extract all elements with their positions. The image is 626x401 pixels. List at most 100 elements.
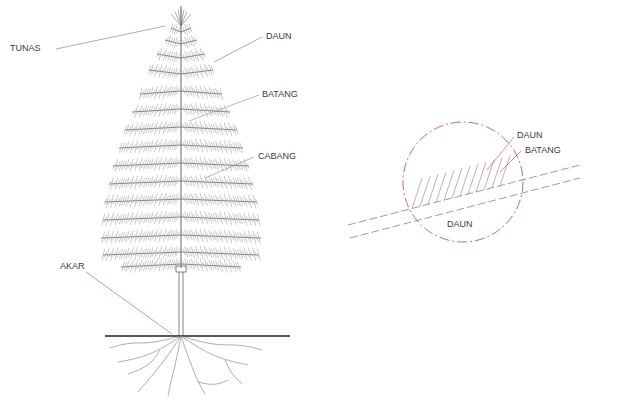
needle [141, 250, 144, 257]
needle [133, 251, 136, 257]
needle [177, 27, 180, 34]
needle [255, 251, 258, 258]
needle [130, 260, 133, 273]
needle [168, 247, 171, 258]
needle [166, 160, 169, 167]
needle [152, 197, 155, 204]
needle [202, 125, 205, 131]
needle [220, 158, 223, 170]
needle [170, 141, 173, 150]
needle [144, 106, 147, 117]
needle [113, 234, 116, 240]
needle [113, 198, 116, 204]
needle [141, 107, 144, 114]
needle [170, 52, 173, 61]
needle [172, 24, 175, 33]
needle [135, 259, 138, 272]
needle [207, 67, 210, 74]
needle [166, 214, 169, 221]
root [225, 360, 242, 384]
needle [117, 215, 120, 222]
root [181, 336, 205, 394]
needle [202, 161, 205, 167]
needle [155, 246, 158, 259]
needle [185, 229, 188, 240]
needle [144, 195, 147, 206]
needle [183, 40, 186, 47]
needle [152, 161, 155, 168]
needle [253, 248, 256, 261]
shoot-needle [181, 10, 184, 26]
needle [222, 108, 225, 114]
needle [174, 103, 177, 114]
needle [205, 157, 208, 170]
needle [152, 125, 155, 132]
leader-line [205, 157, 254, 178]
needle [251, 217, 254, 223]
needle [249, 195, 252, 208]
part-label: TUNAS [10, 44, 41, 53]
branch [119, 139, 181, 154]
needle [157, 197, 160, 203]
needle [187, 68, 190, 77]
needle [170, 159, 173, 168]
needle [159, 175, 162, 188]
needle [191, 86, 194, 97]
needle [227, 126, 230, 132]
part-label: BATANG [525, 146, 561, 155]
needle [163, 175, 166, 188]
needle [183, 195, 186, 202]
branch [121, 258, 181, 273]
needle [177, 88, 180, 95]
needle [191, 67, 194, 78]
needle [166, 68, 169, 75]
needle [157, 107, 160, 113]
needle [222, 180, 225, 186]
needle [108, 252, 111, 258]
needle [196, 157, 199, 170]
needle [150, 259, 153, 270]
needle [174, 157, 177, 168]
needle [144, 141, 147, 152]
branch [181, 48, 205, 63]
needle [126, 248, 129, 260]
needle [224, 230, 227, 243]
needle [115, 177, 118, 189]
needle [207, 262, 210, 269]
needle [207, 107, 210, 114]
needle [209, 194, 212, 205]
needle [242, 180, 245, 187]
needle [163, 258, 166, 271]
needle [240, 214, 243, 225]
needle [218, 197, 221, 204]
needle [222, 263, 225, 269]
needle [170, 231, 173, 240]
needle [168, 86, 171, 97]
needle [253, 213, 256, 226]
needle [115, 248, 118, 260]
needle [227, 162, 230, 168]
needle [152, 179, 155, 186]
needle [126, 195, 129, 207]
needle [200, 64, 203, 77]
needle [242, 198, 245, 205]
needle [183, 160, 186, 167]
needle [198, 262, 201, 268]
needle [229, 260, 232, 273]
needle [218, 233, 221, 240]
needle [166, 178, 169, 185]
branch [181, 211, 260, 226]
needle [183, 54, 186, 61]
needle [168, 194, 171, 205]
needle [229, 230, 232, 243]
needle [222, 198, 225, 204]
needle [126, 124, 129, 136]
needle [207, 161, 210, 168]
needle [137, 215, 140, 221]
needle [231, 198, 234, 205]
needle [246, 163, 249, 169]
needle [170, 37, 173, 46]
needle [159, 139, 162, 152]
needle [198, 125, 201, 131]
needle [155, 122, 158, 135]
